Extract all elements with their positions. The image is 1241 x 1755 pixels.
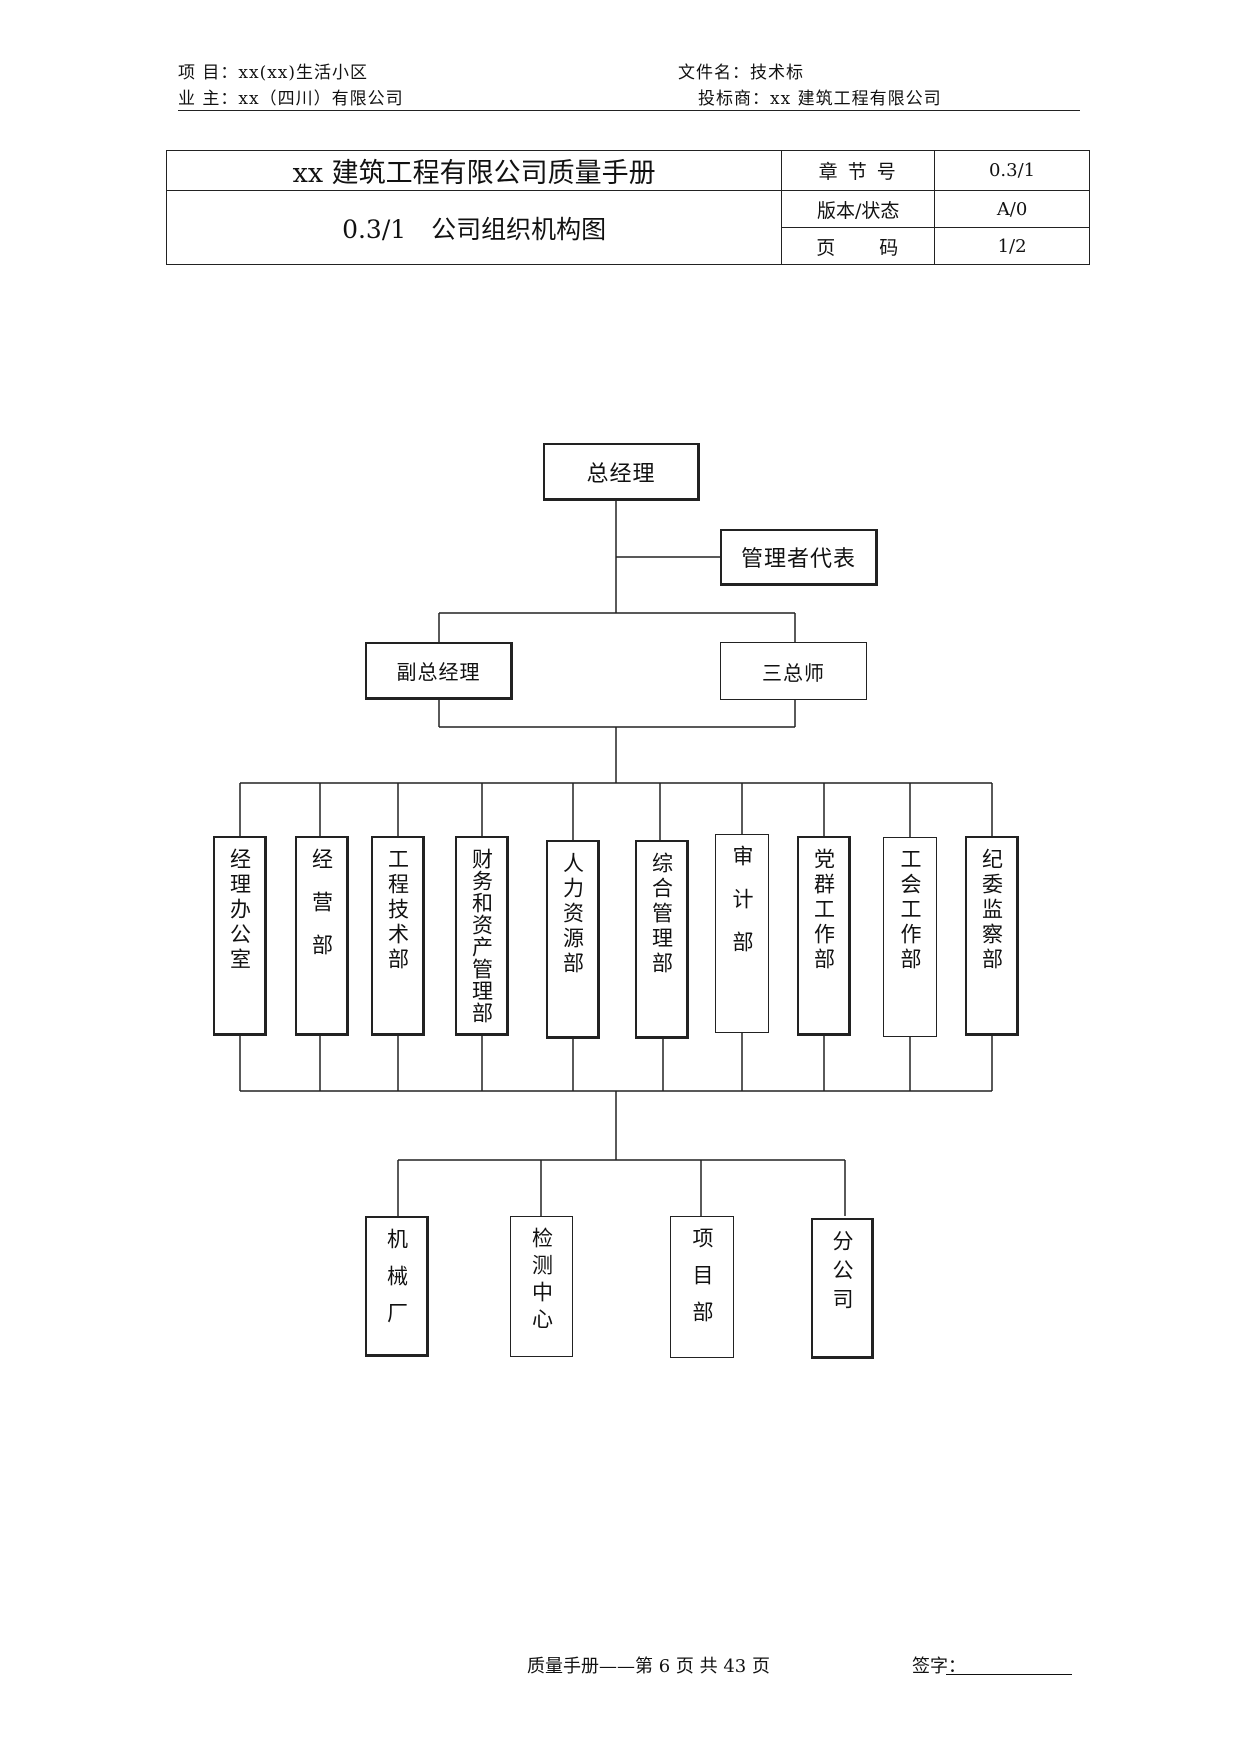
owner-value: xx（四川）有限公司	[238, 89, 404, 109]
version-label: 版本/状态	[781, 190, 936, 228]
management-rep-label: 管理者代表	[740, 547, 856, 572]
dept-label-business: 经营部	[309, 848, 334, 977]
unit-label-machinery-plant: 机械厂	[384, 1228, 409, 1339]
dept-box-party-mass: 党群工作部	[797, 836, 851, 1036]
unit-label-branch-company: 分公司	[830, 1230, 854, 1317]
owner-label: 业 主：	[178, 89, 239, 109]
org-box-chief-engineers: 三总师	[720, 642, 867, 700]
header-project: 项 目：xx(xx)生活小区	[178, 58, 368, 83]
dept-label-labor-union: 工会工作部	[898, 848, 922, 973]
dept-box-labor-union: 工会工作部	[883, 837, 937, 1037]
unit-label-testing-center: 检测中心	[529, 1227, 554, 1335]
footer-page-info: 质量手册——第 6 页 共 43 页	[527, 1656, 770, 1677]
dept-box-general-admin: 综合管理部	[635, 840, 689, 1039]
header-divider	[178, 110, 1080, 111]
org-box-general-manager: 总经理	[543, 443, 700, 501]
file-label: 文件名：	[678, 63, 750, 83]
dept-label-party-mass: 党群工作部	[811, 848, 836, 973]
dept-label-discipline: 纪委监察部	[979, 848, 1004, 973]
dept-box-discipline: 纪委监察部	[965, 836, 1019, 1036]
footer-sign-label: 签字：	[912, 1656, 966, 1677]
dept-box-manager-office: 经理办公室	[213, 836, 267, 1036]
dept-box-finance: 财务和资产管理部	[455, 836, 509, 1036]
dept-label-audit: 审计部	[730, 845, 754, 974]
general-manager-label: 总经理	[586, 461, 656, 487]
project-label: 项 目：	[178, 63, 239, 83]
deputy-gm-label: 副总经理	[396, 660, 481, 684]
doc-title: xx 建筑工程有限公司质量手册	[165, 150, 783, 191]
chapter-value: 0.3/1	[934, 150, 1090, 191]
chief-engineers-label: 三总师	[762, 660, 825, 685]
unit-box-machinery-plant: 机械厂	[365, 1216, 429, 1357]
bidder-label: 投标商：	[698, 89, 770, 109]
dept-label-hr: 人力资源部	[560, 852, 585, 977]
dept-box-hr: 人力资源部	[546, 840, 600, 1039]
version-value: A/0	[934, 190, 1090, 228]
unit-box-project-dept: 项目部	[670, 1216, 734, 1358]
dept-box-business: 经营部	[295, 836, 349, 1036]
header-owner: 业 主：xx（四川）有限公司	[178, 84, 404, 109]
org-box-deputy-gm: 副总经理	[365, 642, 513, 700]
document-info-table: xx 建筑工程有限公司质量手册 章 节 号 0.3/1 0.3/1 公司组织机构…	[165, 150, 1090, 265]
signature-line	[946, 1674, 1072, 1675]
dept-label-engineering: 工程技术部	[385, 848, 410, 973]
unit-label-project-dept: 项目部	[690, 1227, 714, 1338]
dept-label-manager-office: 经理办公室	[227, 848, 252, 973]
unit-box-branch-company: 分公司	[811, 1218, 874, 1359]
project-value: xx(xx)生活小区	[238, 63, 369, 83]
dept-label-general-admin: 综合管理部	[649, 852, 674, 977]
header-bidder: 投标商：xx 建筑工程有限公司	[698, 84, 942, 109]
header-file: 文件名：技术标	[678, 58, 804, 83]
org-box-management-rep: 管理者代表	[720, 529, 878, 586]
dept-box-audit: 审计部	[715, 834, 769, 1033]
dept-label-finance: 财务和资产管理部	[469, 848, 494, 1024]
bidder-value: xx 建筑工程有限公司	[770, 89, 942, 109]
file-value: 技术标	[750, 63, 804, 83]
unit-box-testing-center: 检测中心	[510, 1216, 573, 1357]
doc-subtitle: 0.3/1 公司组织机构图	[165, 190, 783, 265]
page-label: 页 码	[781, 227, 936, 265]
dept-box-engineering: 工程技术部	[371, 836, 425, 1036]
page-value: 1/2	[934, 227, 1090, 265]
